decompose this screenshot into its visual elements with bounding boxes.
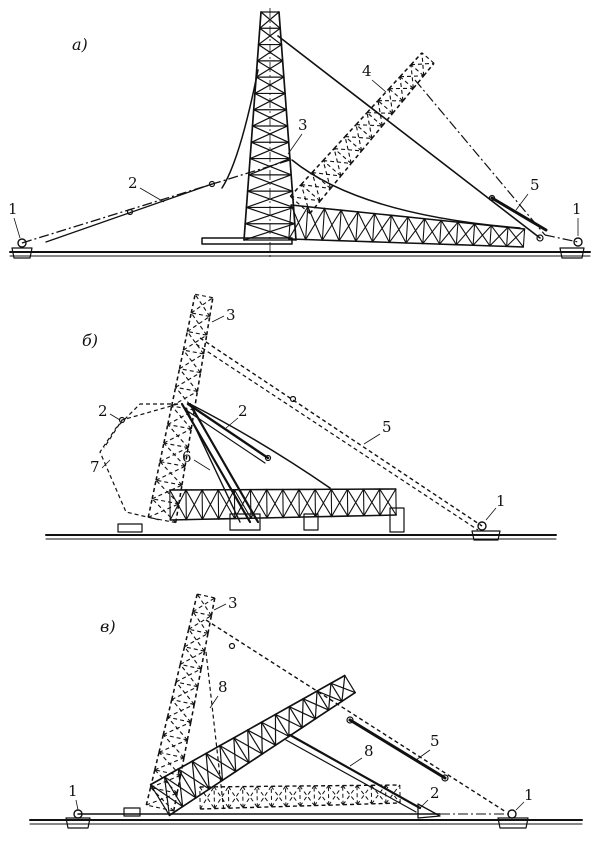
- strut-2-right-b: [186, 402, 270, 460]
- callout-c-5: 5: [430, 732, 440, 750]
- callout-a-4: 4: [362, 62, 372, 80]
- pin-base-a: [536, 234, 544, 242]
- anchor-right-b: [471, 521, 501, 541]
- callout-c-2: 2: [430, 784, 440, 802]
- cable-dashdot-2b: [45, 183, 213, 243]
- panel-b: б): [45, 293, 557, 541]
- boom-ground-a: [288, 204, 526, 248]
- callout-a-1-left: 1: [8, 200, 18, 218]
- cable-dashdot-2: [21, 159, 291, 244]
- cable-dashdot-4: [414, 79, 546, 236]
- panel-b-label: б): [82, 331, 98, 350]
- callout-c-8-left: 8: [218, 678, 228, 696]
- base-block-c1: [123, 807, 141, 817]
- callout-a-3: 3: [298, 116, 308, 134]
- pin-2b-right: [264, 454, 272, 462]
- strut-6c: [185, 407, 241, 523]
- callout-c-8-right: 8: [364, 742, 374, 760]
- cable-5-b: [199, 337, 483, 527]
- mast-dashed-b: [147, 293, 214, 524]
- callout-b-5: 5: [382, 418, 392, 436]
- pin-5b: [289, 395, 297, 403]
- callout-c-3: 3: [228, 594, 238, 612]
- callout-c-1-right: 1: [524, 786, 534, 804]
- mast-base-a: [201, 237, 293, 245]
- pin-5c2: [441, 774, 449, 782]
- cable-5-c: [205, 619, 507, 813]
- backstay-curve-a: [291, 159, 521, 229]
- base-block-b2: [229, 513, 261, 531]
- boom-solid-c: [149, 674, 357, 817]
- callout-a-1-right: 1: [572, 200, 582, 218]
- base-block-b3: [303, 513, 319, 531]
- cable-top-a: [277, 35, 541, 239]
- callout-b-2-right: 2: [238, 402, 248, 420]
- strut-8-dash: [205, 651, 225, 813]
- panel-a: а): [9, 8, 591, 259]
- anchor-right-a: [559, 237, 585, 259]
- strut-5-a: [490, 196, 548, 232]
- strut-8-c: [288, 733, 422, 810]
- pin-5c: [346, 716, 354, 724]
- callout-b-1: 1: [496, 492, 506, 510]
- callouts-b: 3 2 2 5 6 7 1: [90, 306, 506, 521]
- panel-c: в): [29, 593, 583, 829]
- strut-6b: [188, 402, 260, 524]
- cable-5-b2: [195, 343, 479, 531]
- pin-2b: [126, 208, 134, 216]
- panel-c-label: в): [100, 617, 116, 636]
- callout-a-5: 5: [530, 176, 540, 194]
- panel-a-label: а): [72, 35, 88, 54]
- mast-dashed-c: [145, 593, 216, 812]
- callout-b-2-left: 2: [98, 402, 108, 420]
- callout-b-6: 6: [182, 448, 192, 466]
- callouts-a: 1 2 3 4 5 1: [8, 62, 582, 239]
- backstay-curve-b: [189, 403, 331, 489]
- boom-ground-b: [169, 488, 397, 521]
- pin-5a: [488, 194, 496, 202]
- base-block-b4: [389, 507, 405, 533]
- callouts-c: 3 8 8 5 1 2 1: [68, 594, 534, 811]
- callout-b-7: 7: [90, 458, 100, 476]
- base-block-b1: [117, 523, 143, 533]
- frame-2-left-b: [103, 403, 179, 449]
- anchor-left-a: [11, 238, 33, 259]
- frame-7-b: [99, 403, 178, 521]
- boom-dashed-a: [289, 52, 435, 215]
- callout-b-3: 3: [226, 306, 236, 324]
- boom-dashed-c: [199, 784, 401, 810]
- cable-dashdot-right: [544, 234, 579, 243]
- mast-leg-curve-a: [221, 69, 259, 189]
- pin-2a: [208, 180, 216, 188]
- strut-5-c: [348, 718, 447, 780]
- pin-3c: [228, 642, 236, 650]
- callout-c-1-left: 1: [68, 782, 78, 800]
- callout-a-2: 2: [128, 174, 138, 192]
- strut-2-right-b2: [185, 409, 266, 464]
- strut-8-c2: [285, 739, 417, 813]
- hinge-2-c: [417, 803, 441, 819]
